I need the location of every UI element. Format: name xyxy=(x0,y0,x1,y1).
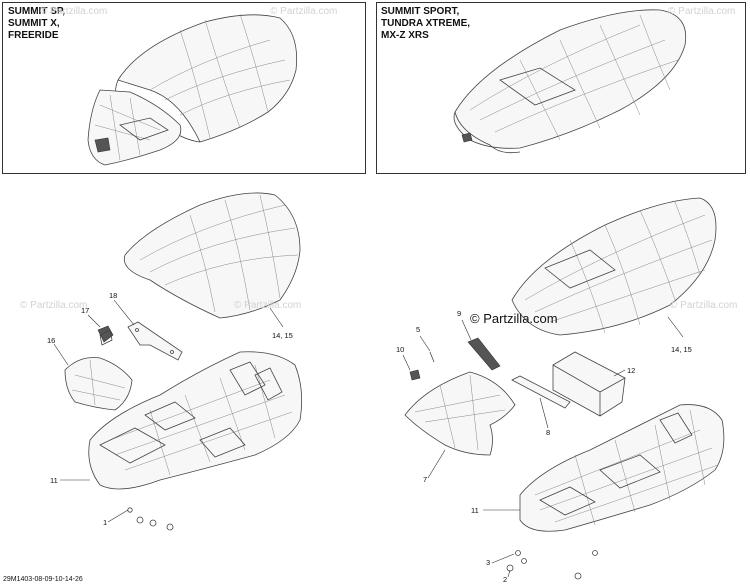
callout-11-left: 11 xyxy=(50,476,58,485)
callout-8: 8 xyxy=(546,428,551,437)
watermark: © Partzilla.com xyxy=(270,6,338,17)
watermark: © Partzilla.com xyxy=(40,6,108,17)
bracket-part-18 xyxy=(127,321,183,361)
fasteners-right xyxy=(506,550,598,580)
callout-16: 16 xyxy=(47,336,56,345)
callout-14-15-left: 14, 15 xyxy=(272,331,293,340)
callout-2: 2 xyxy=(503,575,508,584)
panel-summit-sport-label: SUMMIT SPORT, TUNDRA XTREME, MX-Z XRS xyxy=(381,6,470,42)
seat-cushion-right xyxy=(511,197,717,336)
callout-12: 12 xyxy=(627,366,636,375)
strap-part-9 xyxy=(467,337,501,371)
seat-base-right xyxy=(519,404,725,532)
cover-part-16 xyxy=(64,357,133,411)
bolt-part-10 xyxy=(409,369,421,381)
watermark: © Partzilla.com xyxy=(668,6,736,17)
panel-label-line: SUMMIT SPORT, xyxy=(381,6,460,17)
callout-17: 17 xyxy=(81,306,90,315)
seat-assembly-summit-sport xyxy=(453,9,687,154)
strap-part-8 xyxy=(511,375,571,409)
callout-1: 1 xyxy=(103,518,108,527)
pin-part-5 xyxy=(429,351,435,363)
panel-summit-sp-label: SUMMIT SP, SUMMIT X, FREERIDE xyxy=(8,6,65,42)
foam-part-12 xyxy=(552,351,626,417)
panel-label-line: TUNDRA XTREME, xyxy=(381,18,471,29)
panel-label-line: FREERIDE xyxy=(8,30,59,41)
panel-label-line: SUMMIT X, xyxy=(8,18,60,29)
clip-part-17 xyxy=(97,325,114,346)
callout-11-right: 11 xyxy=(471,506,479,515)
callout-5: 5 xyxy=(416,325,421,334)
callout-14-15-right: 14, 15 xyxy=(671,345,692,354)
fasteners-left xyxy=(127,507,174,531)
watermark: © Partzilla.com xyxy=(670,300,738,311)
panel-label-line: MX-Z XRS xyxy=(381,30,429,41)
diagram-code: 29M1403-08-09-10-14-26 xyxy=(3,576,83,583)
watermark: © Partzilla.com xyxy=(20,300,88,311)
callout-9: 9 xyxy=(457,309,462,318)
seat-base-left xyxy=(88,351,303,490)
cover-part-7 xyxy=(404,371,516,456)
callout-3: 3 xyxy=(486,558,491,567)
seat-cushion-left xyxy=(123,192,301,319)
seat-assembly-summit-sp xyxy=(87,13,298,166)
panel-label-line: SUMMIT SP, xyxy=(8,6,66,17)
watermark-main: © Partzilla.com xyxy=(470,311,558,326)
callout-18: 18 xyxy=(109,291,118,300)
callout-10: 10 xyxy=(396,345,405,354)
watermark: © Partzilla.com xyxy=(234,300,302,311)
callout-7: 7 xyxy=(423,475,428,484)
